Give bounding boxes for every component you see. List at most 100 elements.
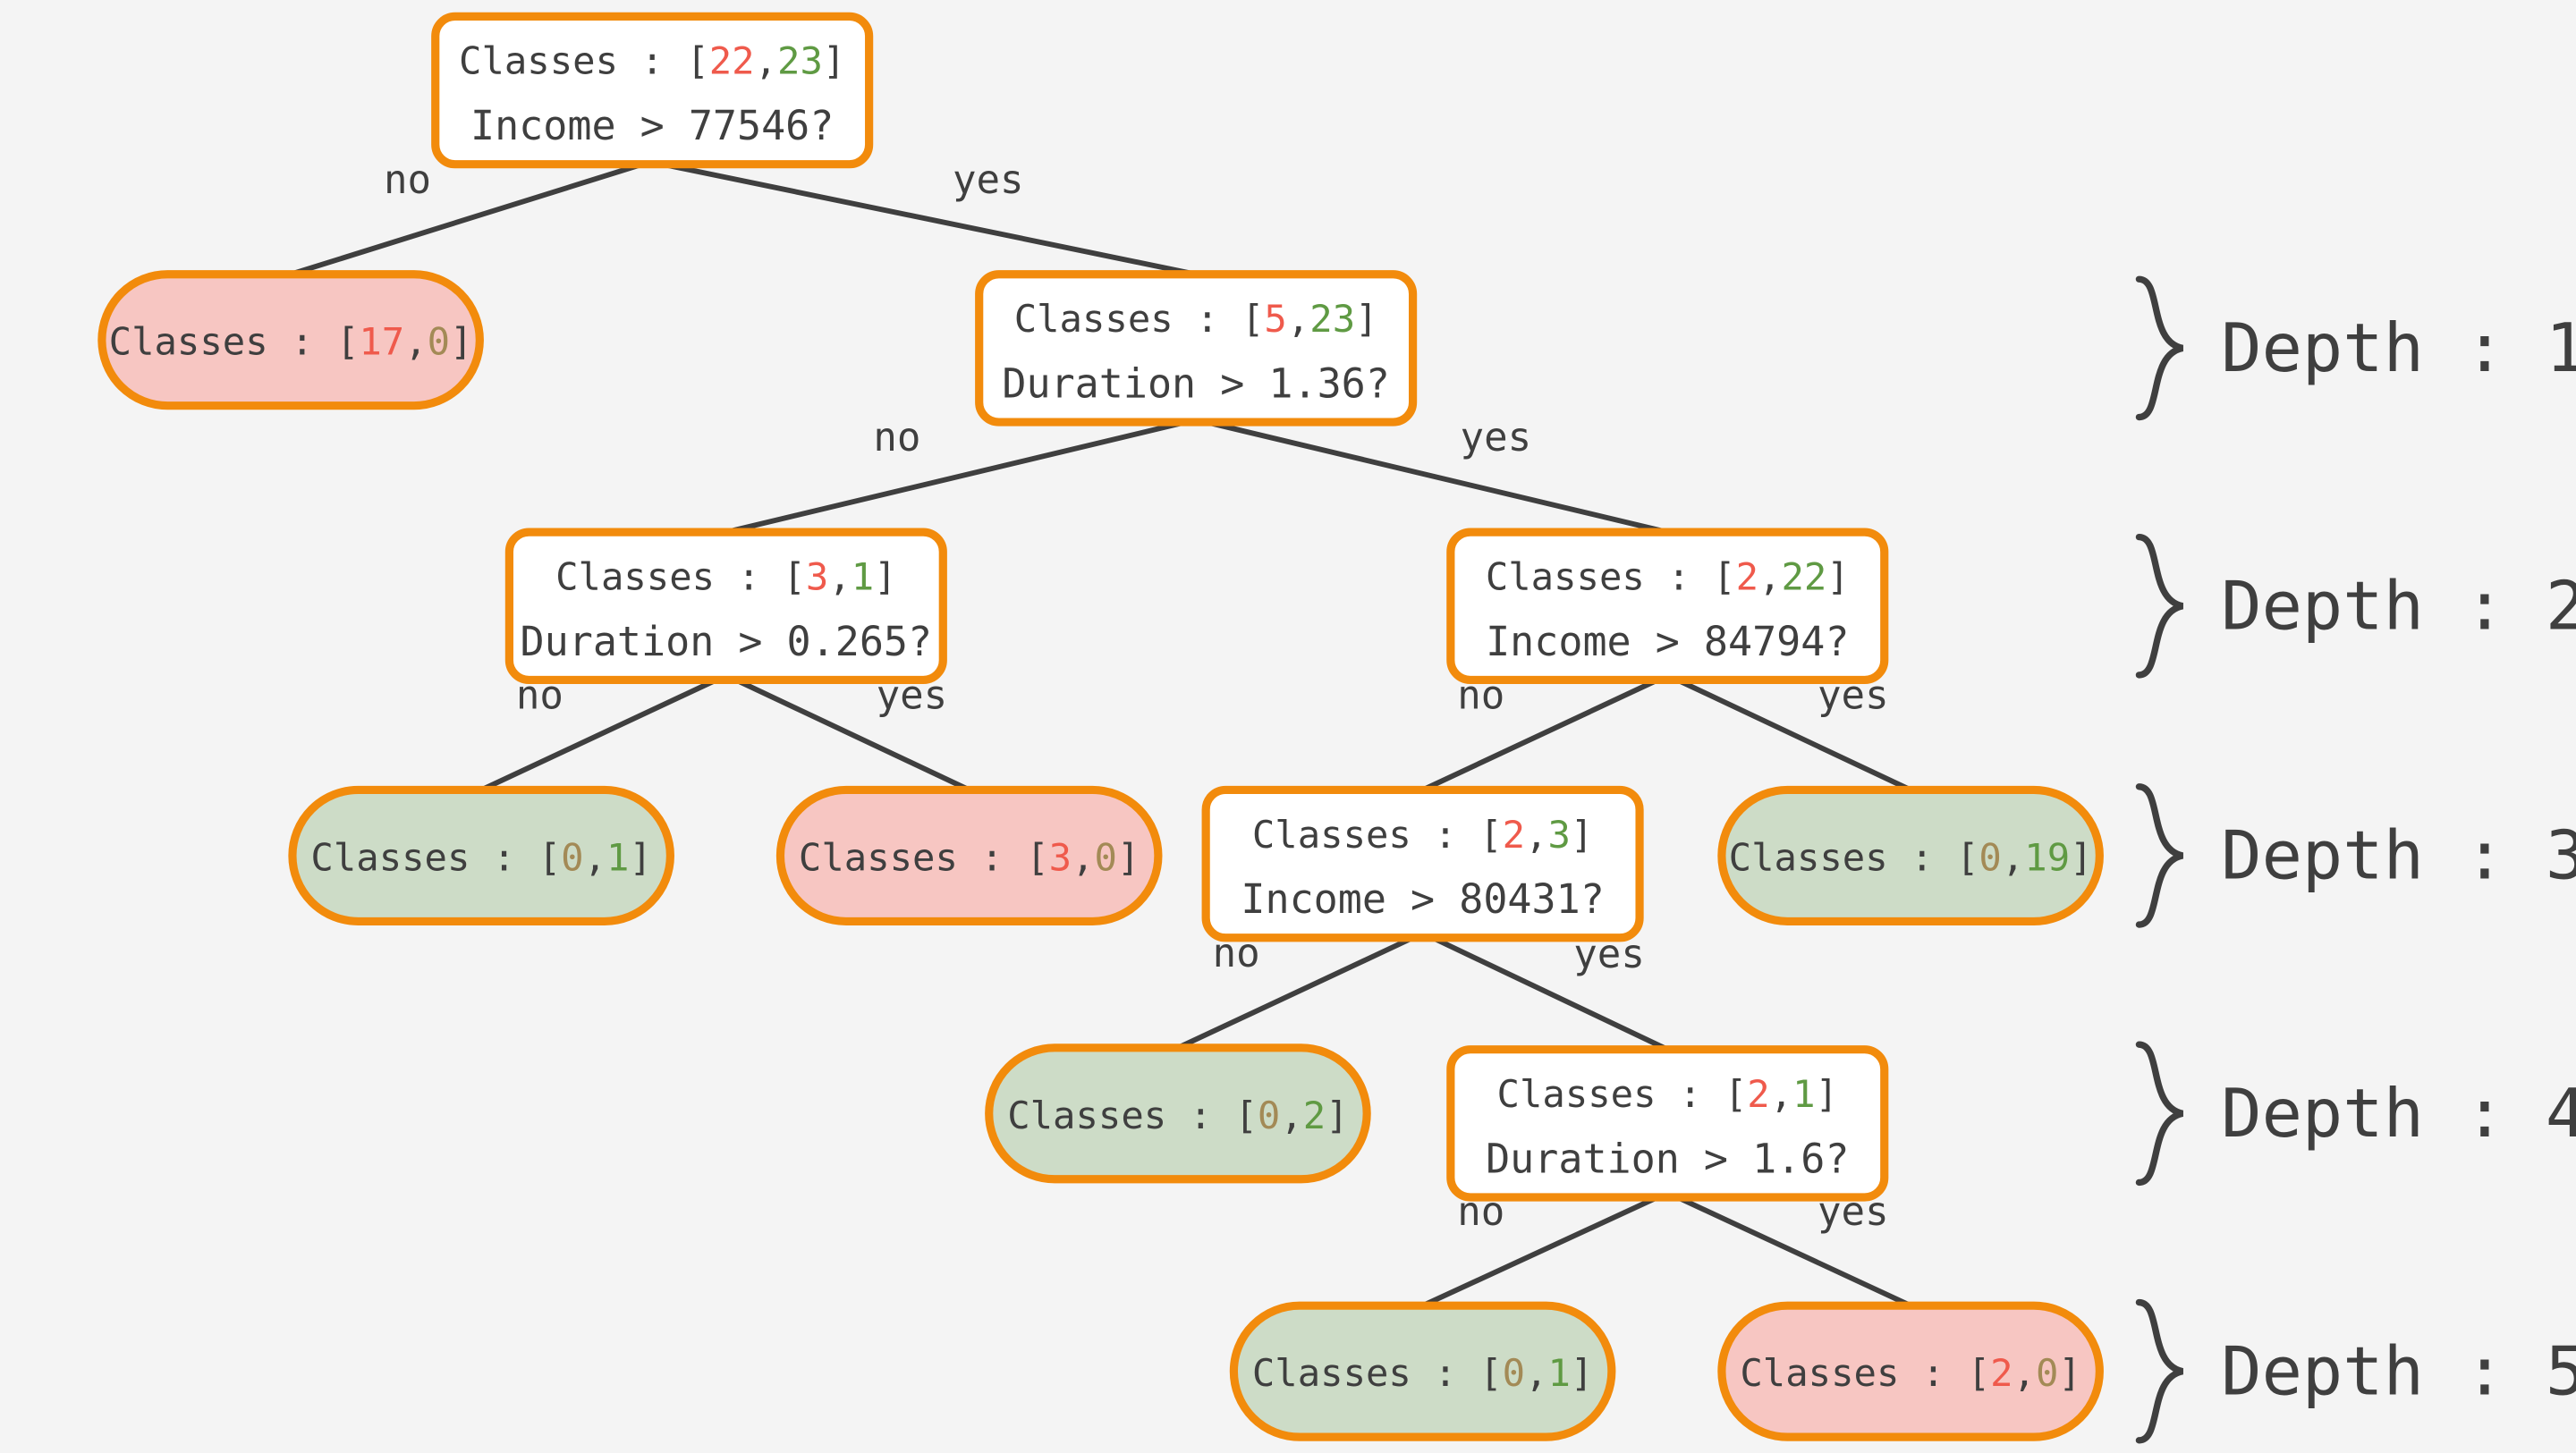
class1-count: 3 xyxy=(1547,813,1570,857)
class0-count: 5 xyxy=(1264,297,1286,341)
count-separator: , xyxy=(1287,297,1309,341)
count-separator: , xyxy=(2013,1351,2036,1395)
nodes-layer: Classes : [22,23]Income > 77546?Classes … xyxy=(97,12,2104,1441)
decision-node-d4-b: Classes : [2,1]Duration > 1.6? xyxy=(1446,1045,1889,1202)
classes-label: Classes xyxy=(799,835,958,879)
bracket-open: [ xyxy=(336,320,359,364)
depth-brace-2 xyxy=(2135,533,2184,679)
classes-separator: : xyxy=(715,554,783,598)
node-classes-text: Classes : [0,19] xyxy=(1729,835,2093,879)
class0-count: 2 xyxy=(1747,1072,1769,1116)
class0-count: 2 xyxy=(1990,1351,2012,1395)
depth-label-3: Depth : 3 xyxy=(2221,816,2576,895)
classes-separator: : xyxy=(1166,1094,1234,1137)
class1-count: 19 xyxy=(2024,835,2070,879)
count-separator: , xyxy=(1758,554,1781,598)
bracket-close: ] xyxy=(874,554,896,598)
bracket-close: ] xyxy=(1571,813,1593,857)
node-classes-text: Classes : [2,1] xyxy=(1497,1072,1838,1116)
classes-label: Classes xyxy=(1252,1351,1411,1395)
leaf-box xyxy=(1229,1301,1616,1441)
count-separator: , xyxy=(1072,835,1094,879)
class1-count: 23 xyxy=(1309,297,1355,341)
classes-separator: : xyxy=(1899,1351,1967,1395)
decision-node-d2-no: Classes : [3,1] Duration > 0.265? xyxy=(504,528,947,685)
count-separator: , xyxy=(1525,1351,1547,1395)
class0-count: 2 xyxy=(1736,554,1758,598)
depth-label-1: Depth : 1 xyxy=(2221,308,2576,387)
classes-label: Classes xyxy=(1486,554,1645,598)
leaf-node-d5-a: Classes : [0,1] xyxy=(1229,1301,1616,1441)
classes-separator: : xyxy=(470,835,538,879)
classes-label: Classes xyxy=(1014,297,1174,341)
bracket-close: ] xyxy=(823,39,845,83)
edge-d4-b-to-d5-a xyxy=(1421,1195,1659,1308)
bracket-close: ] xyxy=(1355,297,1377,341)
node-classes-text: Classes : [0,1] xyxy=(1252,1351,1593,1395)
split-question: Duration > 0.265? xyxy=(521,618,933,665)
decision-node-d2-yes: Classes : [2,22]Income > 84794? xyxy=(1446,528,1889,685)
node-classes-text: Classes : [3,0] xyxy=(799,835,1140,879)
edge-d3-c-to-d4-b xyxy=(1431,935,1669,1052)
edge-label-yes: yes xyxy=(1461,415,1532,460)
decision-box xyxy=(975,270,1418,427)
classes-label: Classes xyxy=(310,835,470,879)
classes-separator: : xyxy=(1411,1351,1479,1395)
classes-separator: : xyxy=(1174,297,1241,341)
class0-count: 2 xyxy=(1503,813,1525,857)
edge-d1-yes-to-d2-no xyxy=(725,419,1187,535)
bracket-close: ] xyxy=(2070,835,2092,879)
edge-d2-no-to-d3-b xyxy=(734,677,970,793)
decision-box xyxy=(1446,528,1889,685)
edge-d1-yes-to-d2-yes xyxy=(1205,419,1668,535)
count-separator: , xyxy=(755,39,777,83)
node-classes-text: Classes : [2,3] xyxy=(1252,813,1593,857)
node-classes-text: Classes : [2,0] xyxy=(1740,1351,2080,1395)
class0-count: 0 xyxy=(1258,1094,1280,1137)
class0-count: 3 xyxy=(806,554,828,598)
depth-label-2: Depth : 2 xyxy=(2221,566,2576,645)
split-question: Duration > 1.36? xyxy=(1002,359,1389,407)
decision-node-root: Classes : [22,23]Income > 77546? xyxy=(431,12,874,169)
classes-label: Classes xyxy=(459,39,618,83)
node-classes-text: Classes : [5,23] xyxy=(1014,297,1378,341)
depth-brace-3 xyxy=(2135,783,2184,928)
classes-label: Classes xyxy=(109,320,268,364)
bracket-open: [ xyxy=(1479,813,1502,857)
node-classes-text: Classes : [0,2] xyxy=(1007,1094,1348,1137)
class1-count: 2 xyxy=(1303,1094,1326,1137)
bracket-close: ] xyxy=(1571,1351,1593,1395)
count-separator: , xyxy=(1525,813,1547,857)
edge-label-no: no xyxy=(873,415,920,460)
bracket-close: ] xyxy=(629,835,651,879)
edge-d2-yes-to-d3-d xyxy=(1676,677,1912,793)
leaf-node-d1-no: Classes : [17,0] xyxy=(97,270,484,410)
leaf-box xyxy=(985,1043,1371,1184)
class0-count: 22 xyxy=(709,39,755,83)
classes-separator: : xyxy=(958,835,1026,879)
depth-label-4: Depth : 4 xyxy=(2221,1074,2576,1153)
split-question: Income > 77546? xyxy=(470,102,834,149)
leaf-box xyxy=(288,785,674,925)
decision-box xyxy=(504,528,947,685)
bracket-close: ] xyxy=(1816,1072,1838,1116)
bracket-close: ] xyxy=(450,320,472,364)
classes-separator: : xyxy=(1657,1072,1724,1116)
class1-count: 0 xyxy=(1095,835,1117,879)
class1-count: 1 xyxy=(606,835,629,879)
class1-count: 23 xyxy=(777,39,823,83)
count-separator: , xyxy=(2002,835,2024,879)
node-classes-text: Classes : [3,1] xyxy=(555,554,896,598)
class0-count: 0 xyxy=(1979,835,2001,879)
split-question: Income > 80431? xyxy=(1241,875,1604,923)
class1-count: 1 xyxy=(1792,1072,1815,1116)
count-separator: , xyxy=(828,554,851,598)
edge-d2-yes-to-d3-c xyxy=(1421,677,1659,793)
leaf-node-d3-a: Classes : [0,1] xyxy=(288,785,674,925)
classes-separator: : xyxy=(1645,554,1713,598)
leaf-box xyxy=(97,270,484,410)
bracket-open: [ xyxy=(1234,1094,1257,1137)
classes-label: Classes xyxy=(1740,1351,1899,1395)
classes-label: Classes xyxy=(1497,1072,1657,1116)
